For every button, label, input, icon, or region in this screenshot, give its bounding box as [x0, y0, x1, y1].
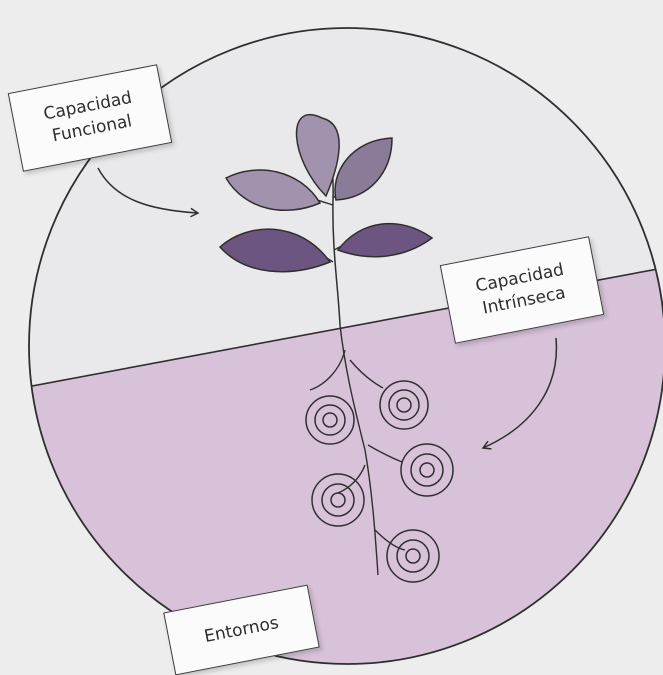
- label-entornos-text: Entornos: [202, 612, 280, 649]
